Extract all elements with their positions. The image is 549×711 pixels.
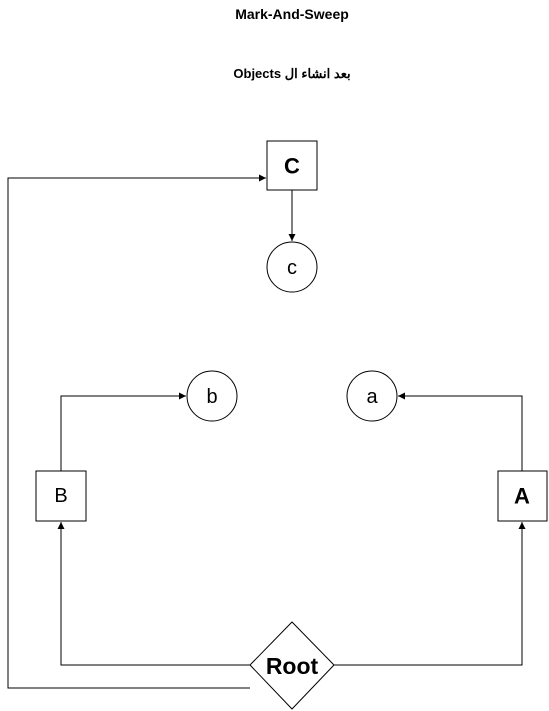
edge-B-to-b: [60, 392, 186, 471]
node-B: B: [35, 470, 87, 522]
edge-A-to-a: [398, 392, 523, 471]
node-c-label: c: [287, 257, 297, 279]
node-C: C: [266, 140, 318, 191]
node-c: c: [266, 241, 318, 293]
node-A-label: A: [514, 484, 530, 509]
node-root: Root: [249, 621, 335, 710]
node-B-label: B: [54, 485, 67, 507]
edge-root-to-B: [57, 522, 250, 666]
node-b: b: [186, 370, 238, 422]
diagram-subtitle: بعد انشاء ال Objects: [233, 66, 351, 81]
node-root-label: Root: [266, 653, 319, 679]
node-C-label: C: [284, 154, 300, 179]
edge-root-to-A: [334, 522, 526, 666]
node-a-label: a: [366, 386, 378, 408]
node-a: a: [346, 370, 398, 422]
node-b-label: b: [206, 386, 217, 408]
edge-root-to-C: [7, 174, 266, 689]
diagram-title: Mark-And-Sweep: [235, 6, 349, 22]
node-A: A: [497, 470, 548, 522]
